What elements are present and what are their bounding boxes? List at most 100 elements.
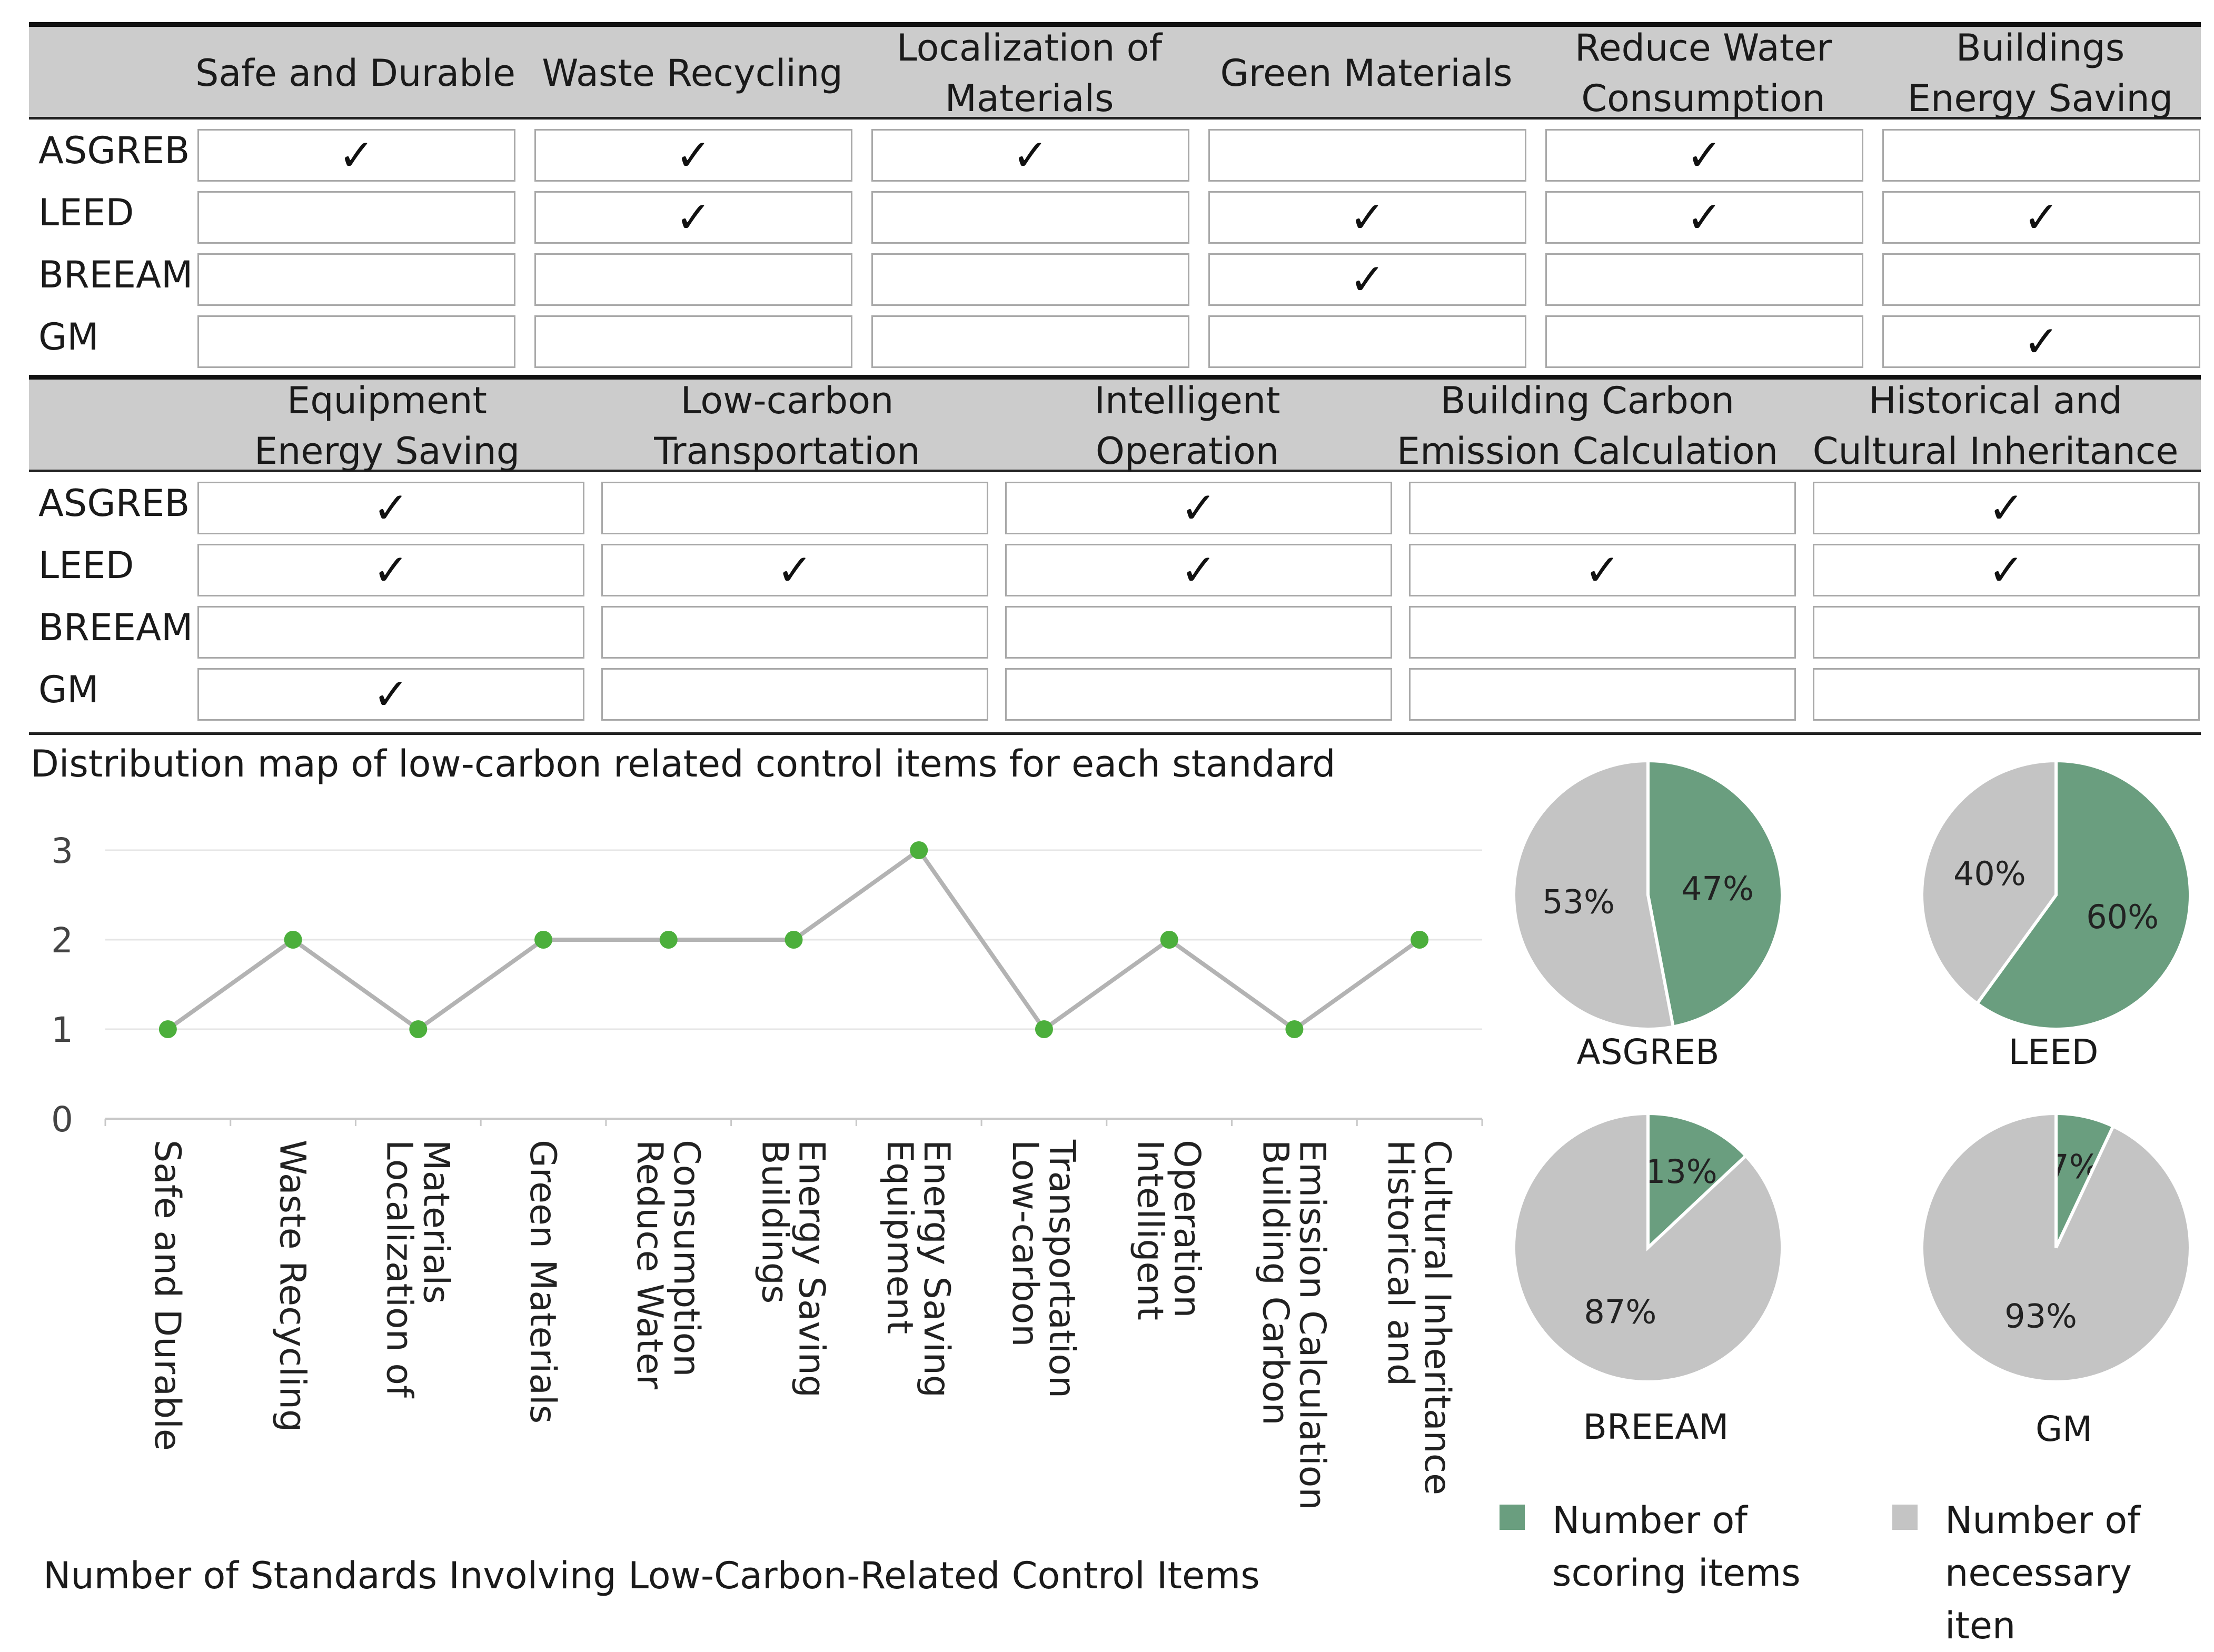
data-point xyxy=(534,931,553,949)
y-tick-label: 1 xyxy=(51,1010,73,1050)
table-cell: ✓ xyxy=(1882,191,2200,244)
row-label: ASGREB xyxy=(38,129,190,172)
table-cell: ✓ xyxy=(534,129,852,182)
table-cell xyxy=(601,668,988,721)
data-point xyxy=(158,1020,177,1038)
pie-label-gm: GM xyxy=(2035,1409,2093,1449)
x-category-label: Safe and Durable xyxy=(146,1140,188,1451)
pie-slice xyxy=(1512,759,1675,1031)
pie-slice-label: 13% xyxy=(1645,1152,1717,1191)
row-label: GM xyxy=(38,315,99,359)
pie-slice xyxy=(1920,1111,2192,1384)
table-cell: ✓ xyxy=(601,544,988,596)
pie-chart-breeam: 13%87% xyxy=(1512,1111,1784,1384)
table-row: ASGREB✓✓✓ xyxy=(29,472,2201,534)
row-label: BREEAM xyxy=(38,606,193,649)
data-point xyxy=(659,931,678,949)
column-header: Safe and Durable xyxy=(195,52,516,95)
row-label: GM xyxy=(38,668,99,711)
x-category-label: Historical andCultural Inheritance xyxy=(1379,1140,1458,1495)
table-cell: ✓ xyxy=(1813,544,2200,596)
column-header: Localization of Materials xyxy=(896,26,1163,120)
column-header: Waste Recycling xyxy=(542,52,843,95)
table-cell xyxy=(1813,606,2200,659)
column-header: Green Materials xyxy=(1220,52,1513,95)
x-category-label: EquipmentEnergy Saving xyxy=(879,1140,957,1398)
x-category-label: Localization ofMaterials xyxy=(378,1140,456,1399)
table-cell: ✓ xyxy=(1545,129,1863,182)
legend-swatch-scoring xyxy=(1500,1505,1525,1530)
section-title: Distribution map of low-carbon related c… xyxy=(31,742,1336,785)
table-cell: ✓ xyxy=(1208,253,1526,306)
pie-slice-label: 60% xyxy=(2086,898,2159,936)
pie-slice-label: 47% xyxy=(1681,870,1754,908)
table-cell: ✓ xyxy=(197,482,584,534)
table-row: BREEAM✓ xyxy=(29,244,2201,306)
row-label: LEED xyxy=(38,191,134,234)
table-cell xyxy=(1545,253,1863,306)
x-category-label: Waste Recycling xyxy=(272,1140,313,1432)
legend-label: Number of scoring items xyxy=(1552,1499,1801,1595)
y-tick-label: 0 xyxy=(51,1099,73,1140)
table-cell: ✓ xyxy=(534,191,852,244)
row-label: ASGREB xyxy=(38,482,190,525)
pie-chart-leed: 60%40% xyxy=(1920,759,2192,1031)
table-cell: ✓ xyxy=(1208,191,1526,244)
table-cell xyxy=(1005,606,1392,659)
table-cell: ✓ xyxy=(1409,544,1796,596)
table-cell: ✓ xyxy=(1005,544,1392,596)
y-tick-label: 3 xyxy=(51,831,73,871)
table-cell xyxy=(534,253,852,306)
table-cell xyxy=(1005,668,1392,721)
pie-chart-asgreb: 47% 53% xyxy=(1512,759,1784,1031)
criteria-table-2: Equipment Energy Saving Low-carbon Trans… xyxy=(29,375,2201,735)
column-header: Intelligent Operation xyxy=(1094,379,1280,473)
pie-slice-label: 53% xyxy=(1542,882,1615,921)
pie-label-breeam: BREEAM xyxy=(1583,1407,1729,1447)
table-row: LEED ✓ ✓ ✓ ✓ ✓ xyxy=(29,534,2201,596)
row-label: LEED xyxy=(38,544,134,587)
table-row: BREEAM xyxy=(29,596,2201,659)
table-row: GM ✓ xyxy=(29,306,2201,368)
table-cell: ✓ xyxy=(197,544,584,596)
legend-item-necessary: Number of necessary iten xyxy=(1892,1494,2214,1652)
table-cell xyxy=(197,253,515,306)
table-cell xyxy=(1882,129,2200,182)
table-cell xyxy=(601,482,988,534)
pie-label-leed: LEED xyxy=(2008,1032,2099,1072)
table-cell xyxy=(1409,482,1796,534)
data-point xyxy=(284,931,302,949)
table-cell: ✓ xyxy=(1882,315,2200,368)
table-cell xyxy=(197,606,584,659)
table-cell xyxy=(197,315,515,368)
table-2-header: Equipment Energy Saving Low-carbon Trans… xyxy=(29,375,2201,473)
table-cell xyxy=(1208,315,1526,368)
column-header: Historical and Cultural Inheritance xyxy=(1812,379,2179,473)
table-cell: ✓ xyxy=(1813,482,2200,534)
table-1-body: ASGREB✓✓✓✓LEED✓✓✓✓BREEAM✓GM✓ xyxy=(29,120,2201,368)
x-category-label: Low-carbonTransportation xyxy=(1004,1139,1083,1398)
table-cell: ✓ xyxy=(1545,191,1863,244)
table-row: LEED ✓ ✓ ✓ ✓ xyxy=(29,182,2201,244)
pie-slice-label: 93% xyxy=(2004,1297,2077,1335)
table-cell xyxy=(1409,668,1796,721)
data-point xyxy=(1160,931,1178,949)
x-category-label: BuildingsEnergy Saving xyxy=(754,1140,832,1398)
table-cell xyxy=(871,315,1189,368)
table-cell xyxy=(1813,668,2200,721)
table-cell xyxy=(197,191,515,244)
data-point xyxy=(785,931,803,949)
pie-slice xyxy=(1646,1111,1749,1251)
column-header: Building Carbon Emission Calculation xyxy=(1396,379,1779,473)
table-cell: ✓ xyxy=(197,668,584,721)
legend-item-scoring: Number of scoring items xyxy=(1500,1494,1801,1599)
table-cell xyxy=(1208,129,1526,182)
line-chart-title: Number of Standards Involving Low-Carbon… xyxy=(43,1554,1260,1597)
x-category-label: Building CarbonEmission Calculation xyxy=(1254,1140,1333,1510)
table-1-header: Safe and Durable Waste Recycling Localiz… xyxy=(29,22,2201,120)
pie-slice xyxy=(1920,759,2058,1006)
table-row: GM ✓ xyxy=(29,659,2201,721)
x-category-label: IntelligentOperation xyxy=(1129,1140,1208,1320)
data-point xyxy=(910,841,928,859)
